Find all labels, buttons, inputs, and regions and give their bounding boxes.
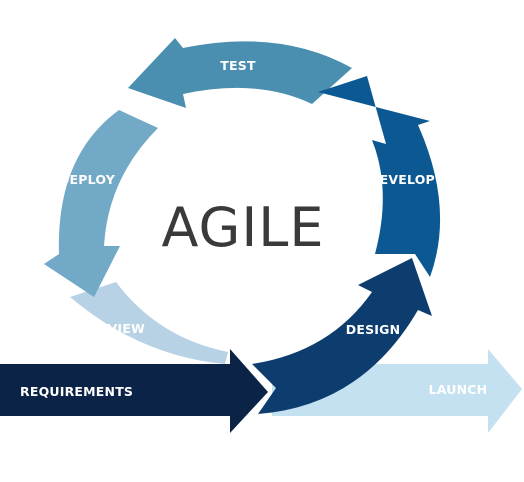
input-label-requirements: REQUIREMENTS [20, 384, 133, 399]
review-arc [70, 282, 228, 364]
stage-label-develop: DEVELOP [369, 172, 435, 187]
stage-label-review: REVIEW [89, 321, 145, 336]
test-arc [128, 38, 352, 108]
stage-label-deploy: DEPLOY [59, 172, 116, 187]
requirements-arrow [0, 349, 268, 433]
output-label-launch: LAUNCH [429, 382, 488, 397]
deploy-arc [44, 110, 158, 297]
center-title: AGILE [162, 196, 325, 259]
stage-label-test: TEST [220, 58, 256, 73]
stage-label-design: DESIGN [346, 322, 401, 337]
develop-arc [318, 76, 441, 277]
design-arc [252, 258, 432, 414]
